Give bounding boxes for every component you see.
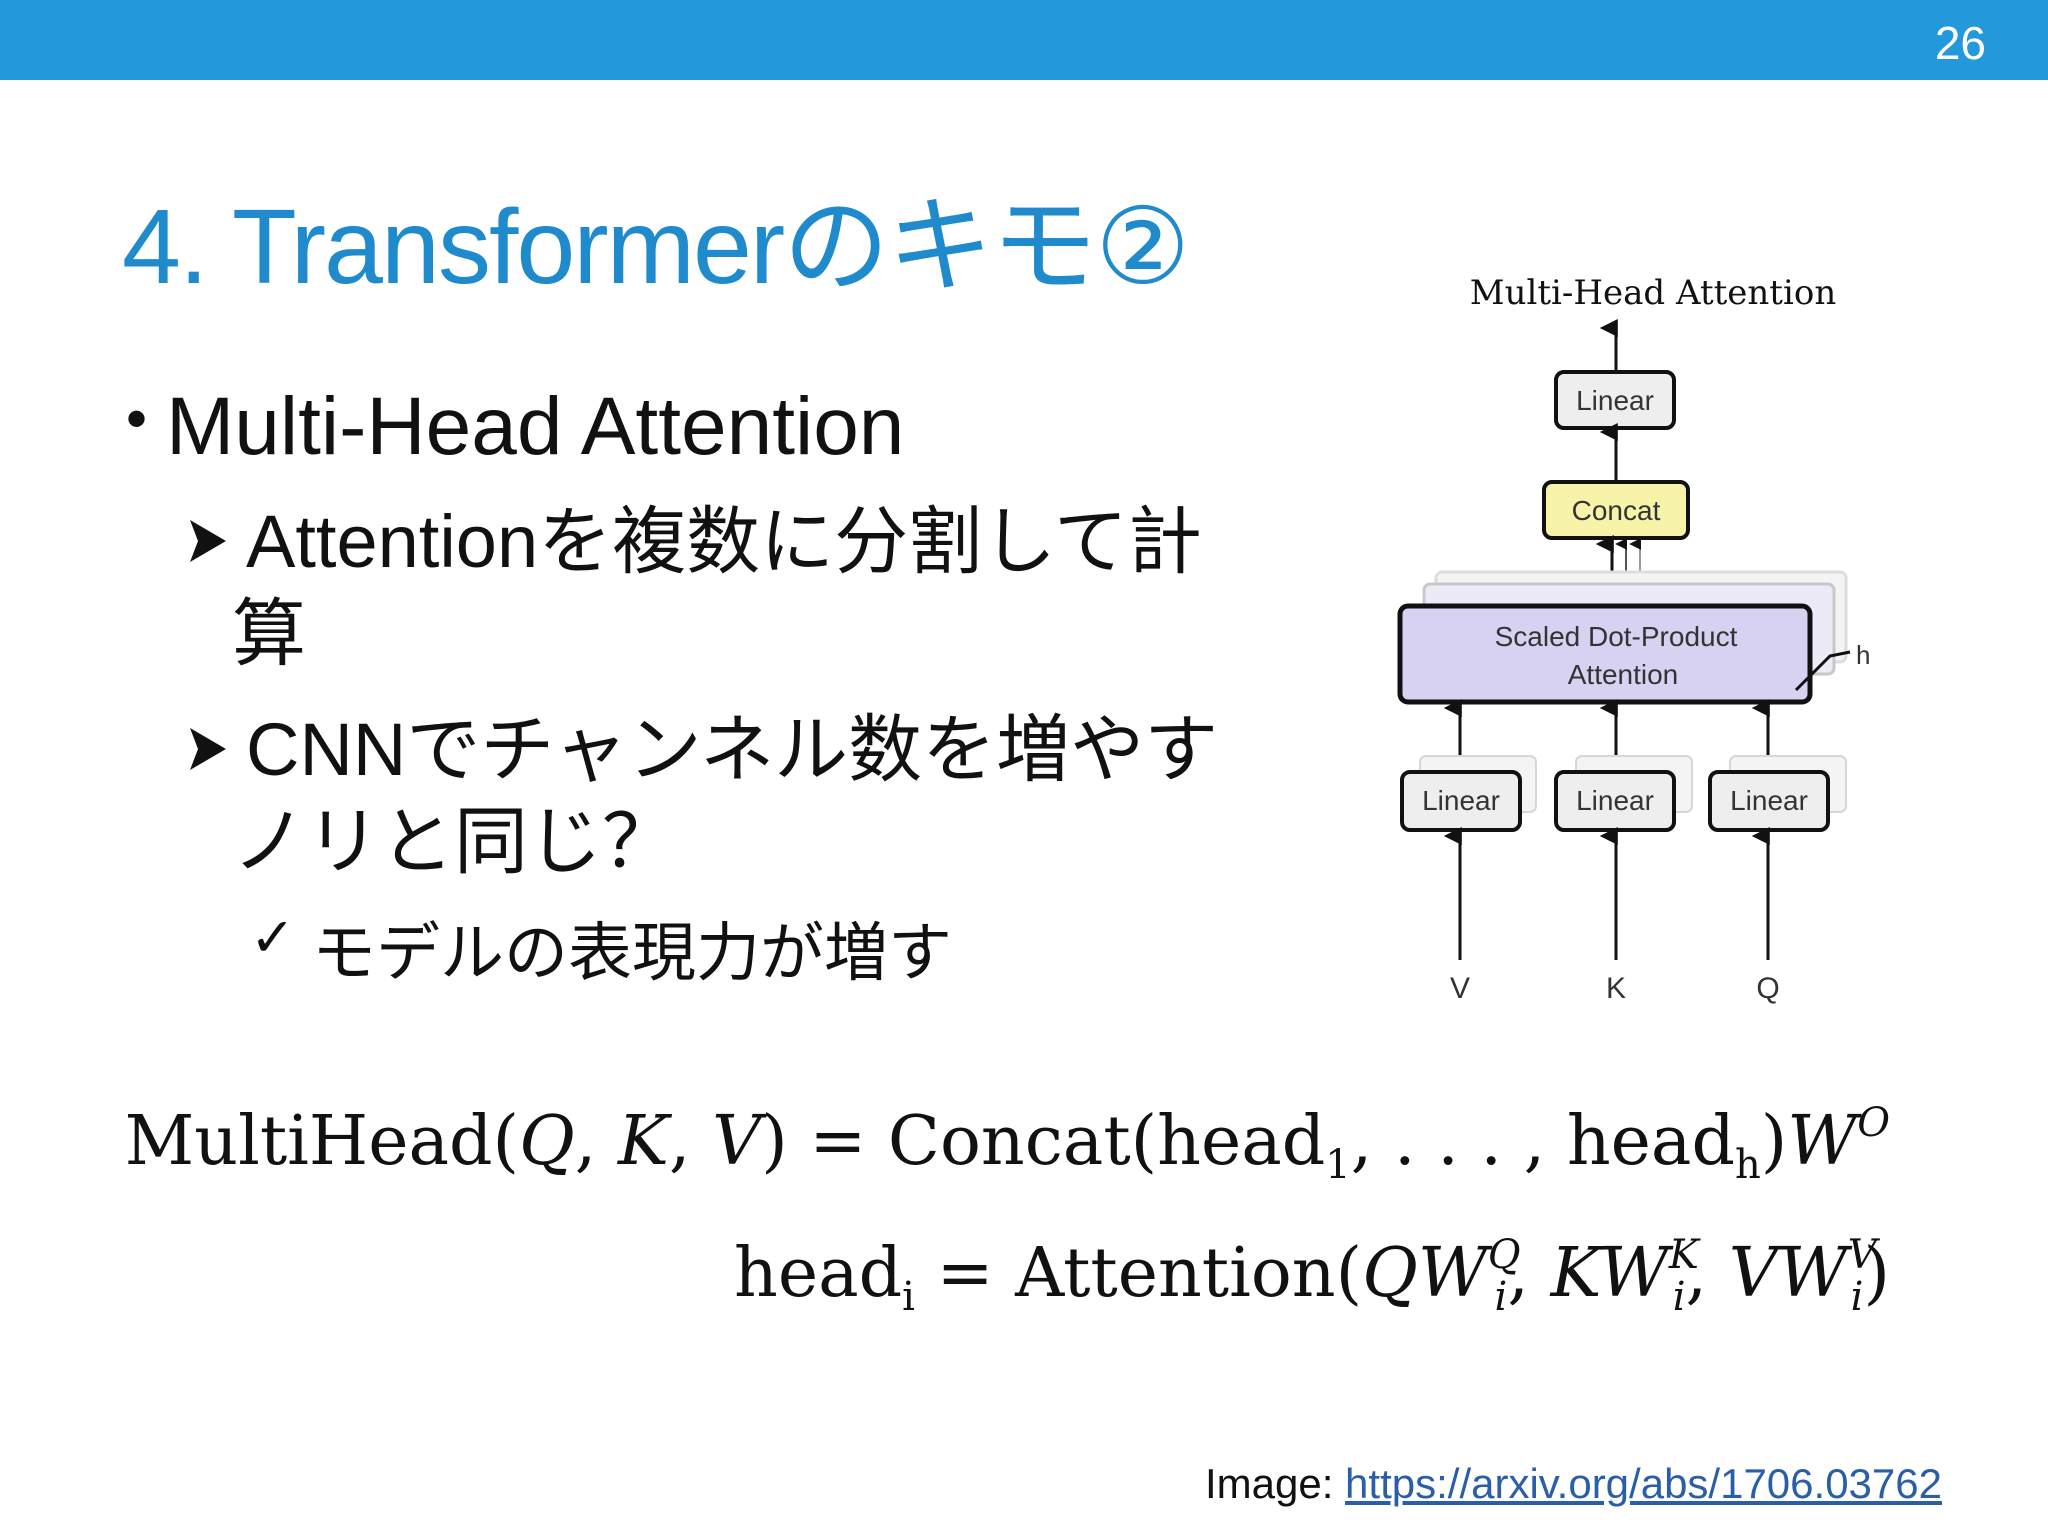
sub-bullet-cnn-channels: CNNでチャンネル数を増やす ノリと同じ？ xyxy=(188,704,1328,888)
multi-head-attention-diagram: Multi-Head Attention Linear Concat Scale… xyxy=(1397,273,1870,1005)
image-credit: Image: https://arxiv.org/abs/1706.03762 xyxy=(1205,1460,1942,1508)
linear-output-label: Linear xyxy=(1576,385,1654,416)
sdpa-label-line1: Scaled Dot-Product xyxy=(1495,621,1738,652)
sub-bullet-split-attention: Attentionを複数に分割して計 算 xyxy=(188,496,1328,680)
linear-q-label: Linear xyxy=(1730,785,1808,816)
page-number: 26 xyxy=(1934,17,1986,69)
bullet-text: Multi-Head Attention xyxy=(166,381,905,472)
sub-bullet-line2: ノリと同じ？ xyxy=(232,800,676,883)
sub-bullet-line1: Attentionを複数に分割して計 xyxy=(246,500,1202,583)
arrow-bullet-icon xyxy=(190,728,226,770)
sub-bullet-line2: 算 xyxy=(232,592,306,675)
input-v-label: V xyxy=(1450,972,1470,1005)
concat-label: Concat xyxy=(1572,495,1661,526)
diagram-title: Multi-Head Attention xyxy=(1470,273,1836,313)
input-k-label: K xyxy=(1606,972,1626,1005)
arrow-bullet-icon xyxy=(190,520,226,562)
equation-head-i: headi = Attention(QWQi, KWKi, VWVi) xyxy=(734,1232,1890,1320)
heads-h-label: h xyxy=(1856,640,1870,670)
equation-multihead: MultiHead(Q, K, V) = Concat(head1, . . .… xyxy=(124,1100,1890,1188)
arxiv-link[interactable]: https://arxiv.org/abs/1706.03762 xyxy=(1345,1460,1942,1507)
sub-bullet-line1: CNNでチャンネル数を増やす xyxy=(246,708,1219,791)
slide-title: 4. Transformerのキモ② xyxy=(122,188,1190,306)
bullet-dot-icon: • xyxy=(126,385,148,452)
linear-k-label: Linear xyxy=(1576,785,1654,816)
credit-label: Image: xyxy=(1204,1460,1346,1507)
check-icon: ✓ xyxy=(250,908,296,968)
check-bullet-text: モデルの表現力が増す xyxy=(312,917,952,989)
linear-v-label: Linear xyxy=(1422,785,1500,816)
input-q-label: Q xyxy=(1756,972,1779,1005)
sdpa-label-line2: Attention xyxy=(1568,659,1679,690)
top-bar xyxy=(0,0,2048,80)
